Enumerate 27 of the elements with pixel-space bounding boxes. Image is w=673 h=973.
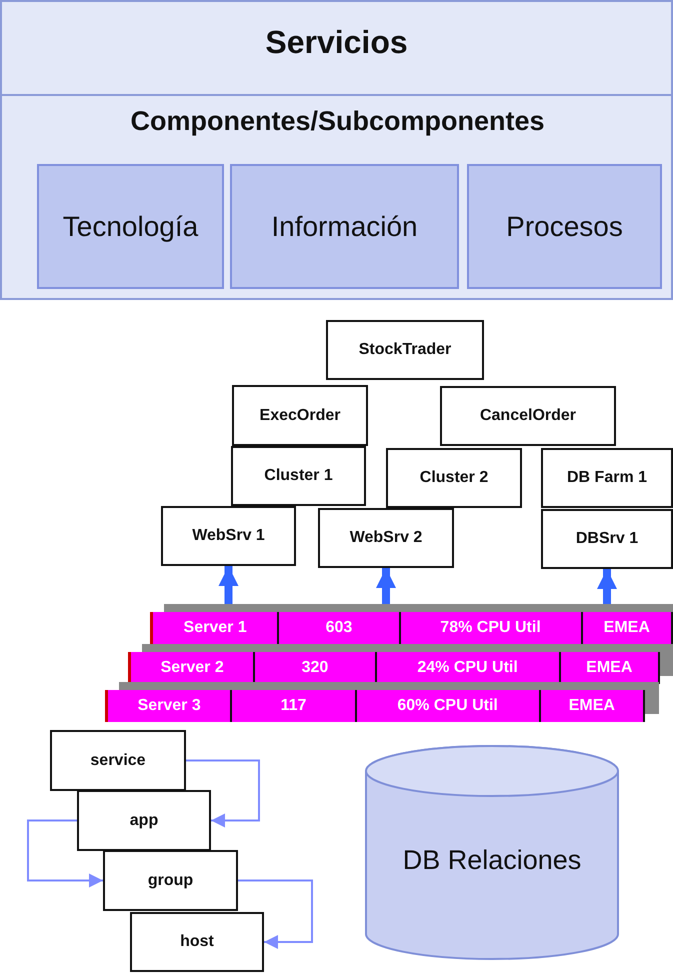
services-panel (0, 0, 673, 300)
node-box: service (50, 730, 186, 791)
component-box: Información (230, 164, 459, 289)
node-box: Cluster 1 (231, 446, 366, 506)
node-box: host (130, 912, 264, 972)
arrow (186, 760, 260, 828)
component-box: Tecnología (37, 164, 224, 289)
database-label: DB Relaciones (402, 845, 582, 876)
node-box: Cluster 2 (386, 448, 522, 508)
server-name: Server 3 (108, 690, 232, 722)
arrow (238, 880, 313, 949)
node-box: WebSrv 2 (318, 508, 454, 568)
node-box: CancelOrder (440, 386, 616, 446)
node-box: ExecOrder (232, 385, 368, 446)
node-box: DB Farm 1 (541, 448, 673, 508)
arrow (27, 820, 103, 888)
cpu-utilization: 60% CPU Util (356, 690, 541, 722)
node-box: StockTrader (326, 320, 484, 380)
region-label: EMEA (540, 690, 646, 722)
component-box: Procesos (467, 164, 662, 289)
panel-heading: Servicios (264, 24, 409, 61)
band-heading: Componentes/Subcomponentes (129, 106, 546, 137)
node-box: app (77, 790, 211, 851)
node-box: WebSrv 1 (161, 506, 296, 566)
count-value: 117 (232, 690, 357, 722)
node-box: DBSrv 1 (541, 509, 673, 569)
node-box: group (103, 850, 238, 911)
